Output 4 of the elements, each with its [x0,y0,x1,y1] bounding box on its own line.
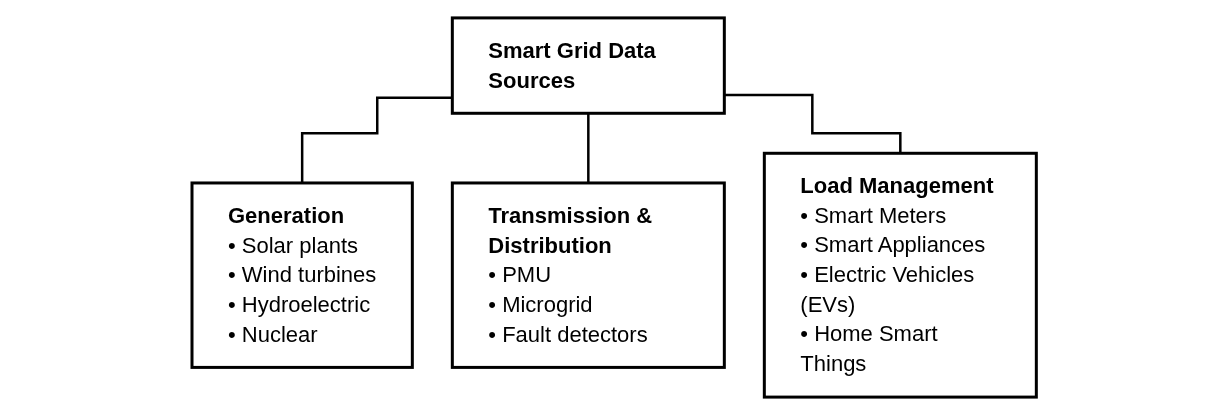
node-box: Load Management • Smart Meters • Smart Appliances • Electric Vehicles (EVs) • Home Smart Things [762,151,1038,399]
node-box: Generation • Solar plants • Wind turbines • Hydroelectric • Nuclear [190,181,414,369]
node-box: Smart Grid Data Sources [450,16,726,115]
node-box: Transmission & Distribution • PMU • Microgrid • Fault detectors [450,181,726,369]
